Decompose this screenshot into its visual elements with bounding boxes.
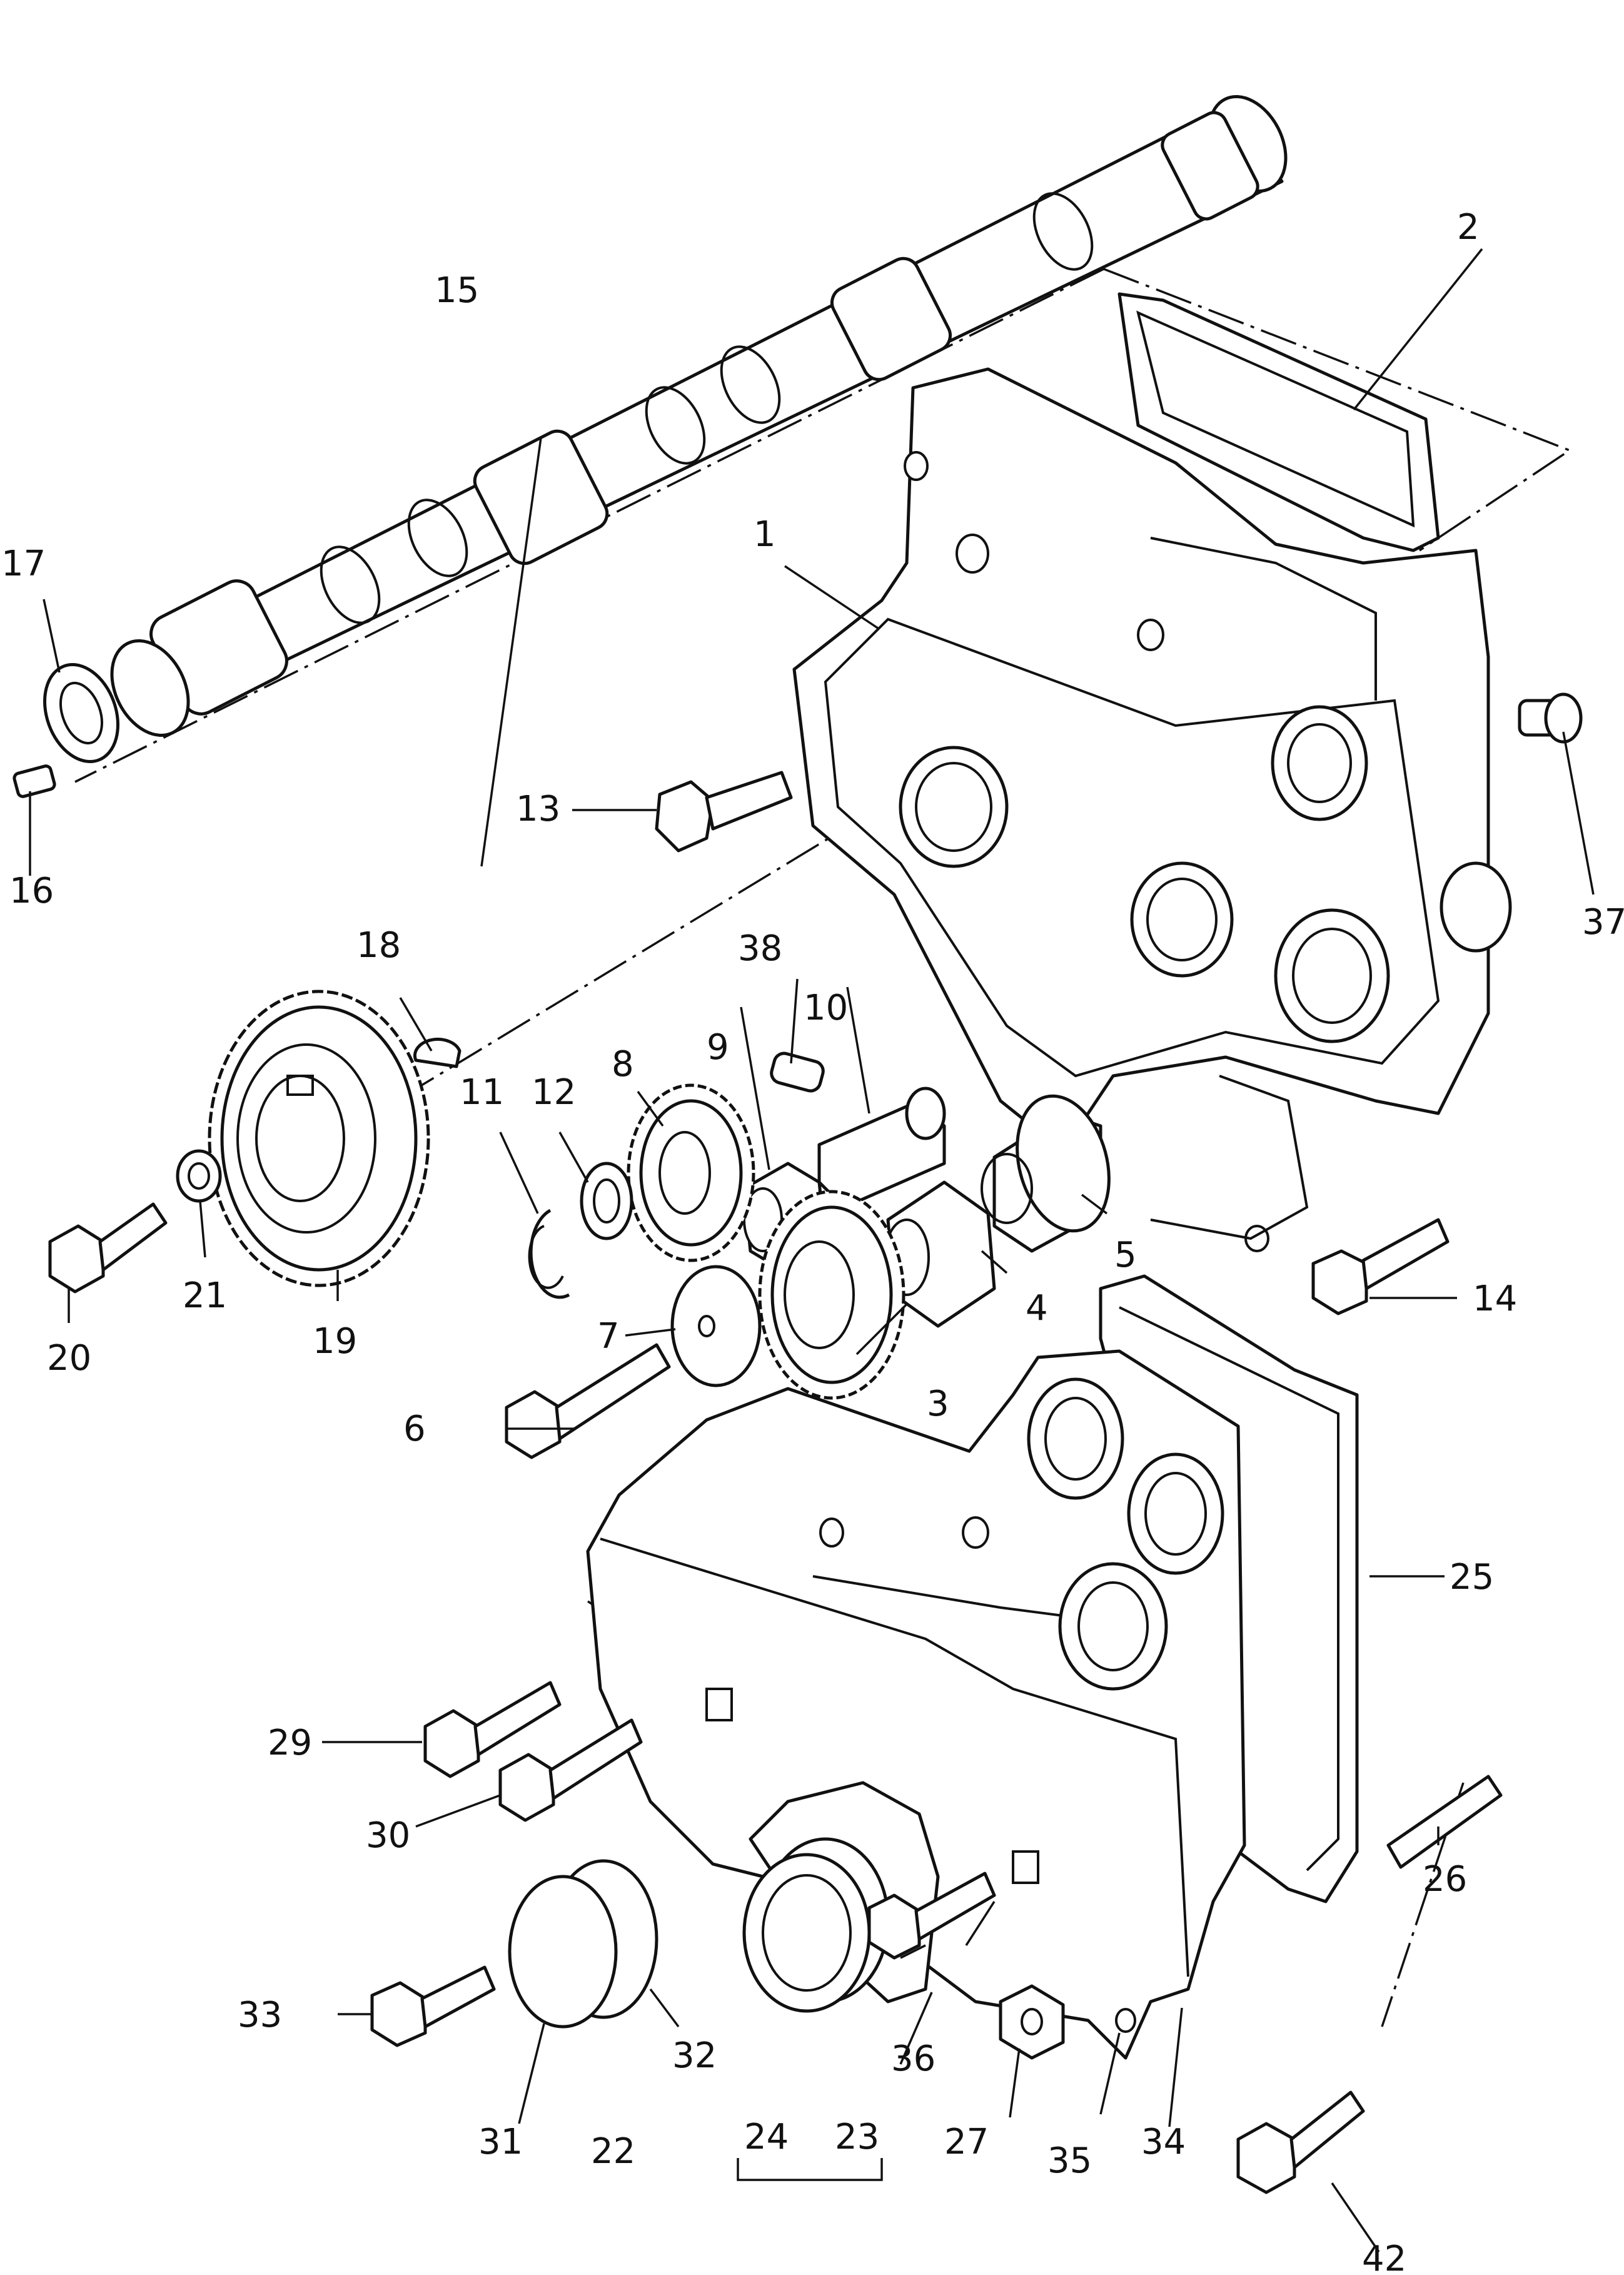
callout-33: 33 xyxy=(238,1995,282,2035)
callout-4: 4 xyxy=(1026,1288,1048,1329)
callout-30: 30 xyxy=(366,1815,410,1856)
stud[interactable] xyxy=(1386,1775,1503,1869)
camshaft[interactable] xyxy=(97,84,1301,749)
gasket[interactable] xyxy=(1117,292,1440,552)
gear-8[interactable] xyxy=(627,1083,755,1262)
washer-21[interactable] xyxy=(176,1149,222,1203)
callout-14: 14 xyxy=(1473,1279,1517,1319)
callout-labels: 1 2 3 4 5 6 7 8 9 10 11 12 13 14 15 16 1… xyxy=(1,207,1624,2275)
callout-11: 11 xyxy=(460,1072,504,1113)
callout-26: 26 xyxy=(1423,1859,1467,1900)
callout-15: 15 xyxy=(435,270,479,311)
callout-5: 5 xyxy=(1114,1235,1137,1275)
plug[interactable] xyxy=(1518,692,1583,744)
bolt-33[interactable] xyxy=(370,1965,496,2047)
callout-3: 3 xyxy=(927,1384,949,1424)
callout-42: 42 xyxy=(1362,2239,1406,2275)
bolt-36[interactable] xyxy=(867,1872,996,1960)
callout-10: 10 xyxy=(804,988,848,1028)
callout-38: 38 xyxy=(738,928,782,969)
callout-19: 19 xyxy=(313,1321,357,1362)
thrust-ring[interactable] xyxy=(32,654,131,772)
callout-16: 16 xyxy=(9,871,54,911)
callout-29: 29 xyxy=(268,1723,312,1763)
callout-20: 20 xyxy=(47,1338,91,1379)
bolt-14[interactable] xyxy=(1311,1218,1450,1315)
idler-gear[interactable] xyxy=(758,1190,905,1400)
cover-plate[interactable] xyxy=(508,1875,618,2029)
front-cover[interactable] xyxy=(586,1349,1246,2060)
crankshaft-gear[interactable] xyxy=(208,990,430,1287)
key-18[interactable] xyxy=(413,1037,461,1068)
bolt-42[interactable] xyxy=(1236,2090,1365,2194)
callout-31: 31 xyxy=(478,2122,523,2162)
callout-18: 18 xyxy=(356,925,401,966)
callout-23: 23 xyxy=(835,2117,879,2157)
callout-32: 32 xyxy=(672,2035,717,2076)
callout-34: 34 xyxy=(1141,2122,1186,2162)
callout-12: 12 xyxy=(532,1072,576,1113)
idler-shaft[interactable] xyxy=(981,1086,1123,1253)
bolt-29[interactable] xyxy=(423,1681,562,1778)
callout-6: 6 xyxy=(403,1409,426,1449)
callout-25: 25 xyxy=(1450,1557,1494,1598)
callout-21: 21 xyxy=(183,1275,227,1316)
callout-24: 24 xyxy=(744,2117,789,2157)
callout-13: 13 xyxy=(516,789,560,829)
callout-2: 2 xyxy=(1457,207,1480,248)
washer-12[interactable] xyxy=(580,1162,633,1240)
dowel-pin[interactable] xyxy=(769,1051,825,1093)
nut[interactable] xyxy=(999,1984,1065,2060)
gear-case[interactable] xyxy=(792,367,1512,1252)
callout-35: 35 xyxy=(1047,2141,1092,2181)
callout-1: 1 xyxy=(754,514,776,555)
bolt-20[interactable] xyxy=(48,1202,168,1294)
bolt-13[interactable] xyxy=(655,771,793,853)
woodruff-key[interactable] xyxy=(13,764,56,798)
thrust-plate[interactable] xyxy=(670,1265,762,1387)
callout-9: 9 xyxy=(707,1027,729,1068)
idler-pin[interactable] xyxy=(817,1087,946,1209)
callout-7: 7 xyxy=(597,1316,620,1357)
bolt-6[interactable] xyxy=(505,1343,671,1459)
callout-17: 17 xyxy=(1,544,46,584)
callout-27: 27 xyxy=(944,2122,989,2162)
circlip[interactable] xyxy=(528,1208,570,1299)
callout-8: 8 xyxy=(612,1044,634,1085)
bolt-30[interactable] xyxy=(498,1718,643,1822)
callout-22: 22 xyxy=(591,2131,635,2172)
callout-37: 37 xyxy=(1582,902,1624,943)
leader-lines xyxy=(29,248,1595,2252)
callout-36: 36 xyxy=(891,2039,936,2079)
